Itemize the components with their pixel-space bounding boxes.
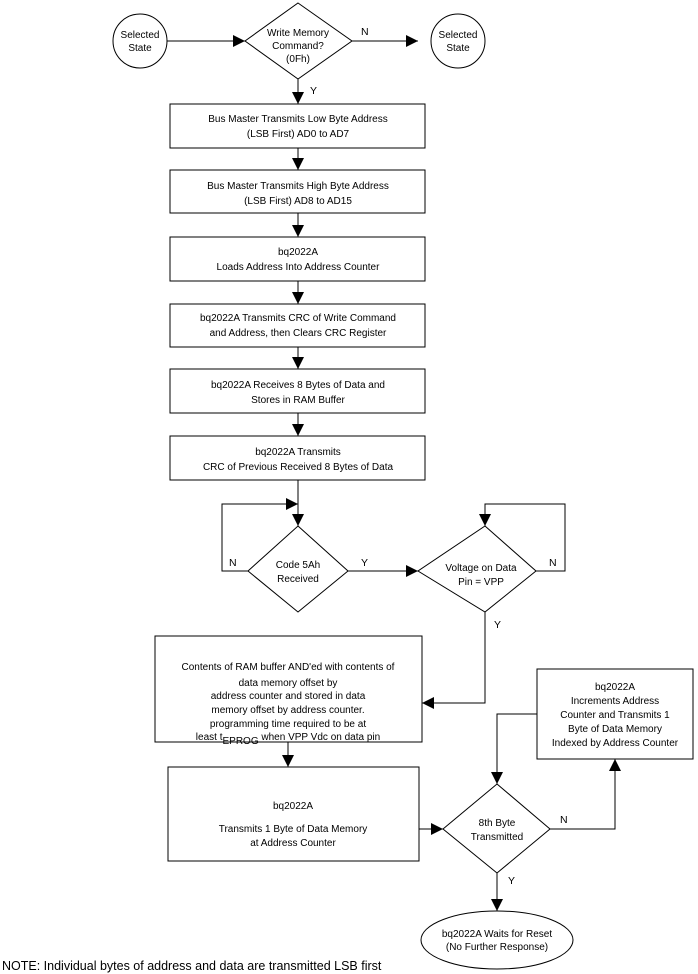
box-contents-line-3: address counter and stored in data bbox=[211, 691, 366, 702]
teprog-subscript: EPROG bbox=[222, 736, 258, 747]
label-y-code-5ah: Y bbox=[361, 557, 368, 569]
box-high-byte: Bus Master Transmits High Byte Address (… bbox=[169, 169, 426, 214]
end-wait-reset-line-2: (No Further Response) bbox=[446, 942, 548, 953]
end-state-line-2: State bbox=[446, 43, 470, 54]
box-contents: Contents of RAM buffer AND'ed with conte… bbox=[154, 635, 423, 747]
label-n-vpp: N bbox=[549, 557, 557, 569]
arrow-head bbox=[292, 424, 304, 436]
branch-labels: N Y N Y N Y N Y bbox=[229, 26, 568, 887]
arrow-head bbox=[282, 755, 294, 767]
box-increments-line-4: Byte of Data Memory bbox=[568, 724, 662, 735]
box-increments-line-2: Increments Address bbox=[571, 696, 659, 707]
box-increments-line-1: bq2022A bbox=[595, 682, 635, 693]
arrow-head bbox=[491, 772, 503, 784]
decision-8th-byte-line-1: 8th Byte bbox=[479, 818, 516, 829]
box-load-address: bq2022A Loads Address Into Address Count… bbox=[169, 236, 426, 282]
arrow-head bbox=[431, 823, 443, 835]
decision-8th-byte: 8th Byte Transmitted bbox=[442, 783, 551, 874]
decision-code-5ah: Code 5Ah Received bbox=[247, 525, 349, 613]
decision-code-5ah-line-1: Code 5Ah bbox=[276, 560, 320, 571]
arrow-head bbox=[286, 498, 298, 510]
start-state-line-2: State bbox=[128, 43, 152, 54]
label-y-8th-byte: Y bbox=[508, 875, 515, 887]
decision-write-memory-line-2: Command? bbox=[272, 41, 324, 52]
end-wait-reset: bq2022A Waits for Reset (No Further Resp… bbox=[420, 910, 574, 970]
box-low-byte-line-1: Bus Master Transmits Low Byte Address bbox=[208, 114, 388, 125]
box-transmit-byte-line-2: Transmits 1 Byte of Data Memory bbox=[219, 824, 368, 835]
box-crc-data-line-2: CRC of Previous Received 8 Bytes of Data bbox=[203, 462, 394, 473]
box-contents-line-5: programming time required to be at bbox=[210, 719, 366, 730]
box-low-byte-line-2: (LSB First) AD0 to AD7 bbox=[247, 129, 350, 140]
decision-write-memory-line-1: Write Memory bbox=[267, 28, 329, 39]
box-contents-line-6: least tEPROG when VPP Vdc on data pin bbox=[196, 732, 380, 747]
box-transmit-byte-line-1: bq2022A bbox=[273, 801, 313, 812]
box-increments: bq2022A Increments Address Counter and T… bbox=[536, 668, 694, 760]
decision-code-5ah-line-2: Received bbox=[277, 574, 319, 585]
arrow-head bbox=[609, 759, 621, 771]
arrow-head bbox=[406, 35, 418, 47]
arrow-heads bbox=[233, 35, 621, 911]
decision-8th-byte-line-2: Transmitted bbox=[471, 832, 523, 843]
vpp-condition-text: when VPP Vdc on data pin bbox=[259, 732, 381, 743]
box-receive-data-line-1: bq2022A Receives 8 Bytes of Data and bbox=[211, 380, 385, 391]
box-increments-line-5: Indexed by Address Counter bbox=[552, 738, 679, 749]
decision-vpp-line-2: Pin = VPP bbox=[458, 577, 504, 588]
box-low-byte: Bus Master Transmits Low Byte Address (L… bbox=[169, 103, 426, 149]
footnote: NOTE: Individual bytes of address and da… bbox=[2, 959, 382, 973]
box-load-address-line-1: bq2022A bbox=[278, 247, 318, 258]
decision-write-memory: Write Memory Command? (0Fh) bbox=[244, 2, 353, 80]
arrow-head bbox=[422, 697, 434, 709]
box-transmit-byte-line-3: at Address Counter bbox=[250, 838, 336, 849]
arrow-head bbox=[292, 92, 304, 104]
box-high-byte-line-1: Bus Master Transmits High Byte Address bbox=[207, 181, 389, 192]
label-y-write-memory: Y bbox=[310, 85, 317, 97]
arrow-head bbox=[491, 899, 503, 911]
box-receive-data: bq2022A Receives 8 Bytes of Data and Sto… bbox=[169, 368, 426, 414]
arrow-head bbox=[292, 357, 304, 369]
decision-vpp-line-1: Voltage on Data bbox=[445, 563, 517, 574]
box-crc-data: bq2022A Transmits CRC of Previous Receiv… bbox=[169, 435, 426, 481]
box-crc-data-line-1: bq2022A Transmits bbox=[255, 447, 341, 458]
arrow-head bbox=[406, 565, 418, 577]
decision-vpp: Voltage on Data Pin = VPP bbox=[417, 525, 537, 613]
least-text: least t bbox=[196, 732, 223, 743]
arrow-head bbox=[233, 35, 245, 47]
box-contents-line-2: data memory offset by bbox=[239, 678, 338, 689]
start-state-line-1: Selected bbox=[121, 30, 160, 41]
box-crc-command: bq2022A Transmits CRC of Write Command a… bbox=[169, 303, 426, 348]
label-n-write-memory: N bbox=[361, 26, 369, 38]
box-contents-line-1: Contents of RAM buffer AND'ed with conte… bbox=[182, 662, 395, 673]
label-n-8th-byte: N bbox=[560, 814, 568, 826]
box-increments-line-3: Counter and Transmits 1 bbox=[560, 710, 670, 721]
arrow-head bbox=[292, 514, 304, 526]
label-n-code-5ah: N bbox=[229, 557, 237, 569]
box-load-address-line-2: Loads Address Into Address Counter bbox=[217, 262, 381, 273]
label-y-vpp: Y bbox=[494, 619, 501, 631]
box-crc-command-line-1: bq2022A Transmits CRC of Write Command bbox=[200, 313, 396, 324]
arrow-head bbox=[479, 514, 491, 526]
end-selected-state: Selected State bbox=[430, 13, 486, 69]
box-transmit-byte: bq2022A Transmits 1 Byte of Data Memory … bbox=[167, 766, 420, 862]
arrow-head bbox=[292, 225, 304, 237]
box-high-byte-line-2: (LSB First) AD8 to AD15 bbox=[244, 196, 352, 207]
arrow-head bbox=[292, 292, 304, 304]
arrow-head bbox=[292, 158, 304, 170]
end-state-line-1: Selected bbox=[439, 30, 478, 41]
box-receive-data-line-2: Stores in RAM Buffer bbox=[251, 395, 345, 406]
end-wait-reset-line-1: bq2022A Waits for Reset bbox=[442, 929, 552, 940]
box-crc-command-line-2: and Address, then Clears CRC Register bbox=[210, 328, 387, 339]
decision-write-memory-line-3: (0Fh) bbox=[286, 54, 310, 65]
start-selected-state: Selected State bbox=[112, 13, 168, 69]
box-contents-line-4: memory offset by address counter. bbox=[211, 705, 364, 716]
